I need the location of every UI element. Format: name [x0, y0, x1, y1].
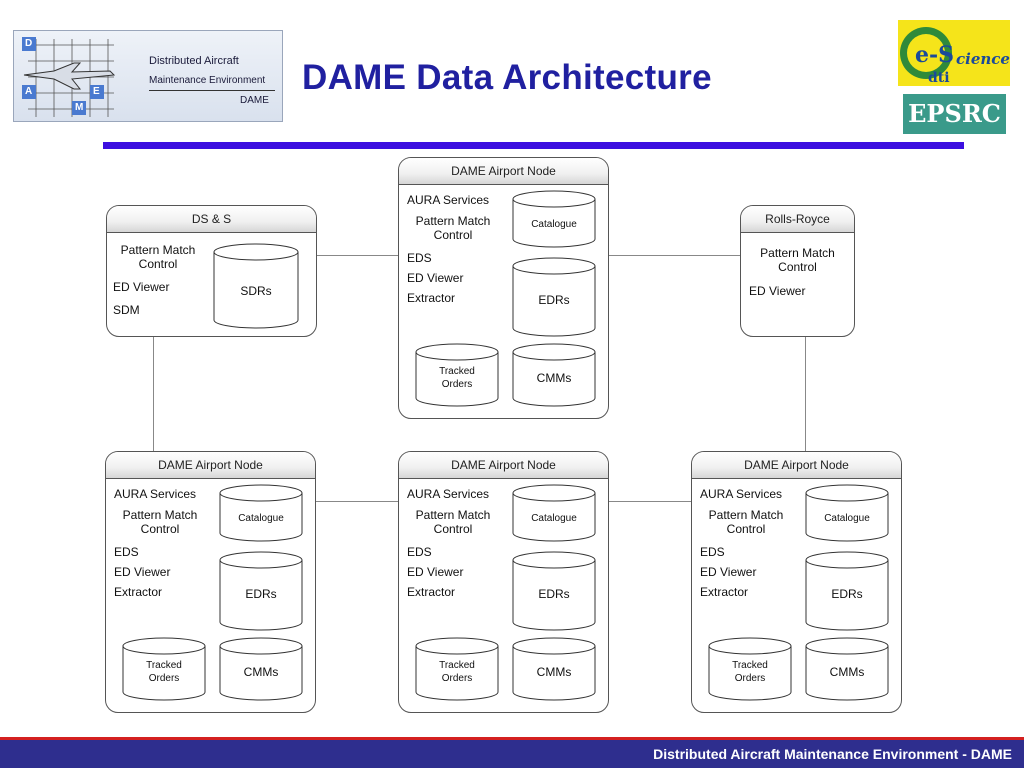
service-aura: AURA Services: [114, 487, 197, 501]
store-catalogue: Catalogue: [805, 484, 889, 542]
epsrc-logo-text: EPSRC: [908, 99, 1001, 128]
rolls-royce-node: Rolls-Royce Pattern Match Control ED Vie…: [740, 205, 855, 337]
epsrc-logo: EPSRC: [903, 94, 1006, 134]
connector-bottom-center-to-bottom-right: [609, 501, 692, 502]
store-catalogue: Catalogue: [219, 484, 303, 542]
connector-top-node-to-rolls-royce: [609, 255, 741, 256]
store-catalogue: Catalogue: [512, 484, 596, 542]
logo-line1: Distributed Aircraft: [149, 55, 239, 67]
store-edrs: EDRs: [512, 257, 596, 337]
svg-text:dti: dti: [928, 70, 950, 86]
store-label: CMMs: [829, 665, 865, 679]
store-tracked-orders: Tracked Orders: [415, 343, 499, 407]
aircraft-grid-icon: [22, 37, 116, 117]
service-sdm: SDM: [113, 303, 140, 317]
logo-rule: [149, 90, 275, 91]
service-ed-viewer: ED Viewer: [407, 565, 464, 579]
store-label: Tracked Orders: [439, 660, 475, 684]
service-eds: EDS: [700, 545, 725, 559]
store-label: CMMs: [536, 665, 572, 679]
node-title: DAME Airport Node: [106, 452, 315, 479]
store-label: CMMs: [243, 665, 279, 679]
store-cmms: CMMs: [805, 637, 889, 701]
service-extractor: Extractor: [407, 291, 456, 305]
store-label: Tracked Orders: [439, 366, 475, 390]
airport-node-bottom-right: DAME Airport Node AURA Services Pattern …: [691, 451, 902, 713]
connector-rolls-royce-to-bottom-right: [805, 337, 806, 452]
service-extractor: Extractor: [114, 585, 163, 599]
store-label: Tracked Orders: [732, 660, 768, 684]
store-label: EDRs: [538, 293, 570, 307]
footer-stripe: [0, 737, 1024, 740]
airport-node-top: DAME Airport Node AURA Services Pattern …: [398, 157, 609, 419]
node-title: DAME Airport Node: [399, 158, 608, 185]
store-edrs: EDRs: [512, 551, 596, 631]
store-tracked-orders: Tracked Orders: [708, 637, 792, 701]
connector-dss-to-top-node: [316, 255, 399, 256]
svg-text:e-S: e-S: [915, 42, 954, 68]
service-eds: EDS: [114, 545, 139, 559]
store-label: CMMs: [536, 371, 572, 385]
service-ed-viewer: ED Viewer: [114, 565, 171, 579]
airport-node-bottom-center: DAME Airport Node AURA Services Pattern …: [398, 451, 609, 713]
service-eds: EDS: [407, 545, 432, 559]
service-pattern-match: Pattern Match Control: [122, 508, 198, 536]
store-label: EDRs: [245, 587, 277, 601]
node-title: Rolls-Royce: [741, 206, 854, 233]
service-pattern-match: Pattern Match Control: [120, 243, 196, 271]
service-ed-viewer: ED Viewer: [407, 271, 464, 285]
store-label: Tracked Orders: [146, 660, 182, 684]
escience-logo: e-S cience dti: [898, 20, 1010, 86]
service-ed-viewer: ED Viewer: [700, 565, 757, 579]
node-title: DS & S: [107, 206, 316, 233]
service-extractor: Extractor: [407, 585, 456, 599]
service-aura: AURA Services: [407, 487, 490, 501]
store-cmms: CMMs: [512, 637, 596, 701]
page-title: DAME Data Architecture: [302, 58, 712, 97]
store-tracked-orders: Tracked Orders: [415, 637, 499, 701]
logo-letter-e: E: [93, 86, 100, 97]
logo-line2: Maintenance Environment: [149, 75, 266, 86]
dame-logo: D A E M Distributed Aircraft Maintenance…: [13, 30, 283, 122]
svg-text:cience: cience: [956, 50, 1010, 68]
service-pattern-match: Pattern Match Control: [760, 246, 835, 274]
service-pattern-match: Pattern Match Control: [415, 214, 491, 242]
service-pattern-match: Pattern Match Control: [708, 508, 784, 536]
store-label: Catalogue: [238, 513, 284, 524]
service-pattern-match: Pattern Match Control: [415, 508, 491, 536]
store-sdrs: SDRs: [213, 243, 299, 329]
service-ed-viewer: ED Viewer: [113, 280, 170, 294]
title-underline-bar: [103, 142, 964, 149]
service-eds: EDS: [407, 251, 432, 265]
store-label: SDRs: [240, 284, 272, 298]
store-label: EDRs: [538, 587, 570, 601]
logo-letter-m: M: [75, 102, 84, 113]
connector-dss-to-bottom-left: [153, 337, 154, 452]
store-label: Catalogue: [531, 513, 577, 524]
service-extractor: Extractor: [700, 585, 749, 599]
footer-bar: Distributed Aircraft Maintenance Environ…: [0, 740, 1024, 768]
airport-node-bottom-left: DAME Airport Node AURA Services Pattern …: [105, 451, 316, 713]
store-label: Catalogue: [531, 219, 577, 230]
store-label: Catalogue: [824, 513, 870, 524]
store-edrs: EDRs: [805, 551, 889, 631]
logo-letter-d: D: [25, 38, 33, 49]
connector-bottom-left-to-bottom-center: [316, 501, 399, 502]
dss-node: DS & S Pattern Match Control ED Viewer S…: [106, 205, 317, 337]
logo-letter-a: A: [25, 86, 33, 97]
store-catalogue: Catalogue: [512, 190, 596, 248]
store-edrs: EDRs: [219, 551, 303, 631]
footer-text: Distributed Aircraft Maintenance Environ…: [653, 746, 1012, 762]
store-cmms: CMMs: [219, 637, 303, 701]
store-tracked-orders: Tracked Orders: [122, 637, 206, 701]
service-aura: AURA Services: [407, 193, 490, 207]
service-ed-viewer: ED Viewer: [749, 284, 806, 298]
service-aura: AURA Services: [700, 487, 783, 501]
node-title: DAME Airport Node: [399, 452, 608, 479]
store-label: EDRs: [831, 587, 863, 601]
escience-badge-icon: e-S cience dti: [900, 27, 1010, 86]
node-title: DAME Airport Node: [692, 452, 901, 479]
logo-line3: DAME: [240, 95, 269, 106]
store-cmms: CMMs: [512, 343, 596, 407]
